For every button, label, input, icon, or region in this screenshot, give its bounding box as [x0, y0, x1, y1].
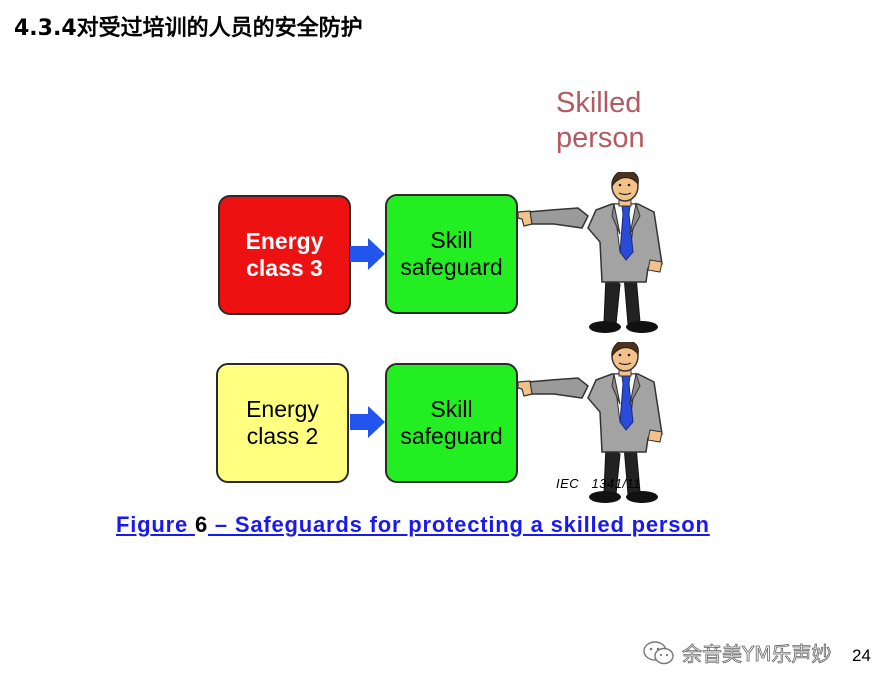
- energy-class-2-box: Energy class 2: [216, 363, 349, 483]
- arrow-right-icon: [350, 406, 385, 438]
- skill2-line2: safeguard: [400, 423, 503, 449]
- section-heading: 4.3.4对受过培训的人员的安全防护: [14, 16, 363, 41]
- skill-safeguard-box-1: Skill safeguard: [385, 194, 518, 314]
- energy3-line1: Energy: [245, 228, 324, 254]
- page-number: 24: [852, 646, 871, 665]
- energy2-line2: class 2: [246, 423, 319, 449]
- businessman-pointing-icon: [517, 172, 663, 333]
- energy3-line2: class 3: [246, 255, 323, 281]
- skilled-label-line1: Skilled: [556, 87, 642, 119]
- caption-part2[interactable]: – Safeguards for protecting a skilled pe…: [207, 512, 710, 537]
- figure-caption[interactable]: Figure 6 – Safeguards for protecting a s…: [116, 512, 710, 538]
- watermark-text: 余音美YM乐声妙: [682, 642, 832, 667]
- businessman-pointing-icon: [517, 342, 663, 503]
- iec-reference-label: IEC 1341/11: [556, 476, 642, 491]
- skill1-line2: safeguard: [400, 254, 503, 280]
- watermark: 余音美YM乐声妙: [642, 638, 832, 667]
- caption-number: 6: [194, 512, 208, 537]
- skill1-line1: Skill: [430, 227, 473, 253]
- skilled-label-line2: person: [556, 122, 645, 154]
- wechat-icon: [643, 640, 674, 664]
- caption-part1[interactable]: Figure: [116, 512, 195, 537]
- energy2-line1: Energy: [246, 396, 319, 422]
- skilled-person-label: Skilled person: [556, 86, 656, 156]
- skill2-line1: Skill: [430, 396, 473, 422]
- energy-class-3-box: Energy class 3: [218, 195, 351, 315]
- skill-safeguard-box-2: Skill safeguard: [385, 363, 518, 483]
- arrow-right-icon: [350, 238, 385, 270]
